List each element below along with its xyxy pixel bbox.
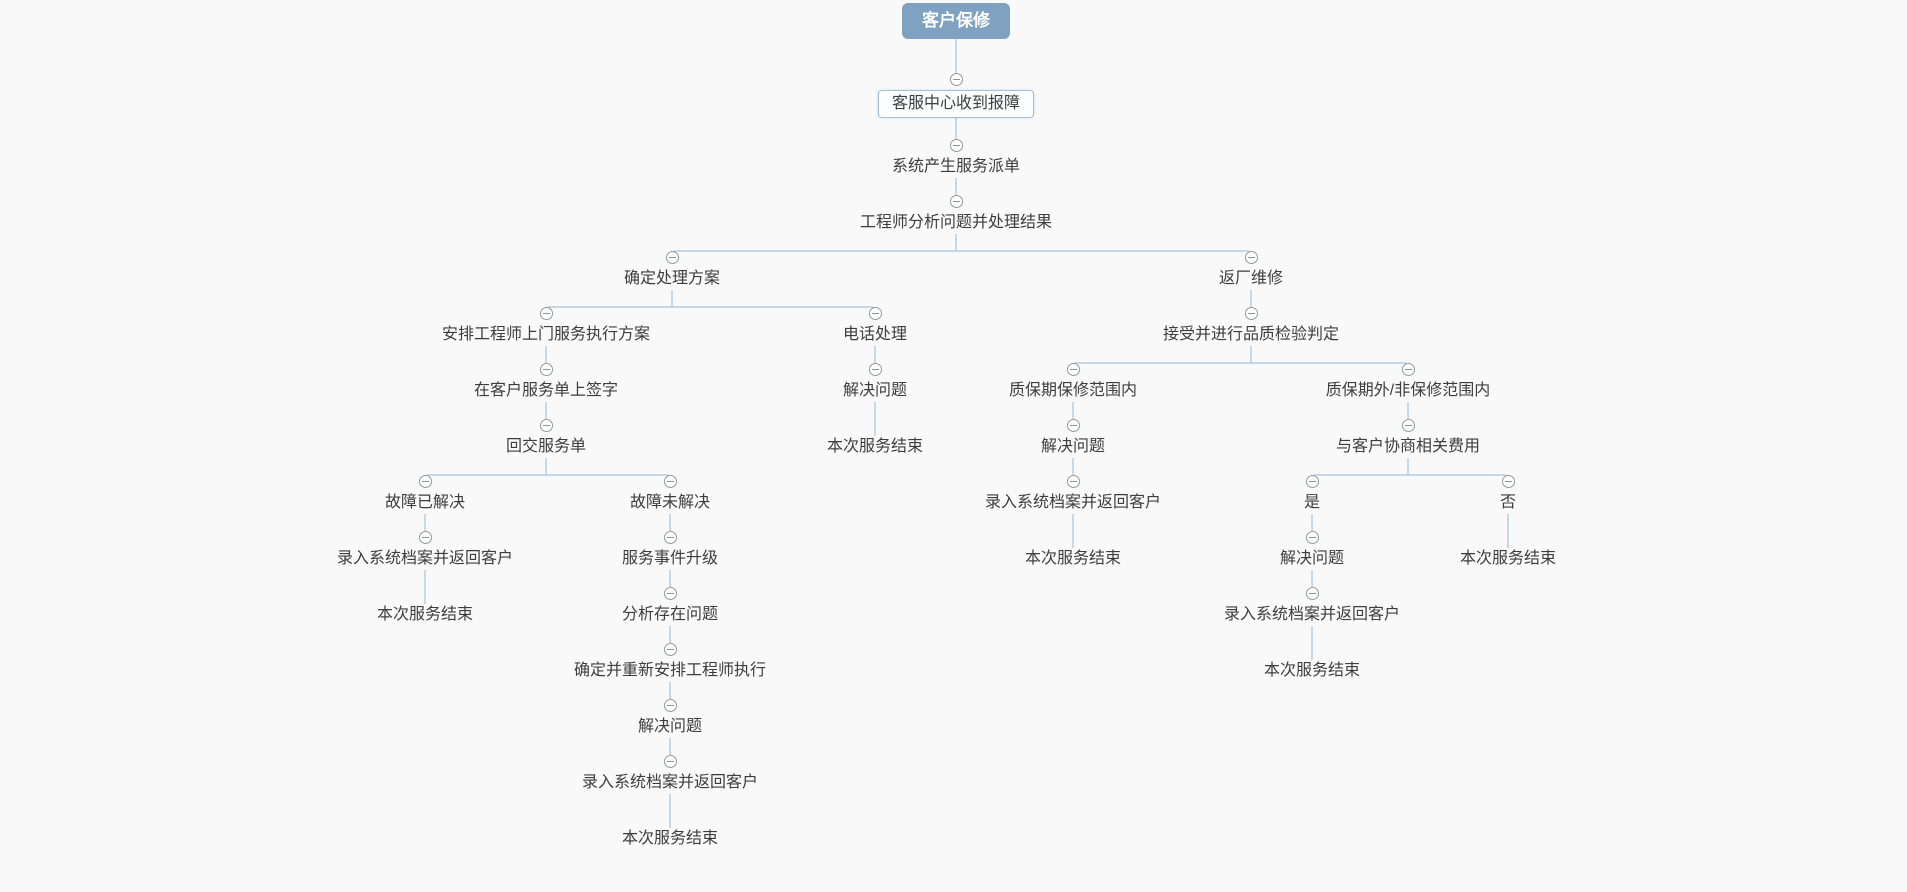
collapse-minus-icon[interactable] (665, 251, 679, 264)
collapse-minus-icon[interactable] (1305, 475, 1319, 488)
tree-node[interactable]: 服务事件升级 (621, 550, 719, 567)
tree-node[interactable]: 系统产生服务派单 (891, 158, 1021, 175)
collapse-minus-icon[interactable] (868, 307, 882, 320)
collapse-minus-icon[interactable] (663, 643, 677, 656)
collapse-minus-icon[interactable] (949, 139, 963, 152)
minus-glyph (542, 369, 550, 370)
minus-glyph (1069, 425, 1077, 426)
collapse-minus-icon[interactable] (1305, 587, 1319, 600)
tree-node[interactable]: 否 (1499, 494, 1517, 511)
minus-glyph (666, 481, 674, 482)
minus-glyph (1247, 257, 1255, 258)
minus-glyph (666, 649, 674, 650)
tree-node[interactable]: 本次服务结束 (621, 830, 719, 847)
minus-glyph (1504, 481, 1512, 482)
tree-node[interactable]: 本次服务结束 (1459, 550, 1557, 567)
collapse-minus-icon[interactable] (1244, 251, 1258, 264)
minus-glyph (668, 257, 676, 258)
tree-node[interactable]: 解决问题 (1279, 550, 1345, 567)
collapse-minus-icon[interactable] (418, 531, 432, 544)
tree-node[interactable]: 电话处理 (842, 326, 908, 343)
minus-glyph (952, 201, 960, 202)
collapse-minus-icon[interactable] (1066, 419, 1080, 432)
minus-glyph (952, 145, 960, 146)
selected-node[interactable]: 客服中心收到报障 (877, 90, 1035, 118)
root-node[interactable]: 客户保修 (902, 3, 1010, 39)
minus-glyph (421, 481, 429, 482)
tree-node[interactable]: 录入系统档案并返回客户 (581, 774, 759, 791)
collapse-minus-icon[interactable] (1501, 475, 1515, 488)
collapse-minus-icon[interactable] (663, 531, 677, 544)
tree-node[interactable]: 录入系统档案并返回客户 (984, 494, 1162, 511)
tree-node[interactable]: 解决问题 (1040, 438, 1106, 455)
tree-node[interactable]: 解决问题 (637, 718, 703, 735)
collapse-minus-icon[interactable] (949, 73, 963, 86)
collapse-minus-icon[interactable] (1066, 363, 1080, 376)
minus-glyph (421, 537, 429, 538)
minus-glyph (666, 705, 674, 706)
collapse-minus-icon[interactable] (539, 307, 553, 320)
tree-node[interactable]: 分析存在问题 (621, 606, 719, 623)
tree-node[interactable]: 故障已解决 (384, 494, 466, 511)
collapse-minus-icon[interactable] (1066, 475, 1080, 488)
tree-node[interactable]: 本次服务结束 (1263, 662, 1361, 679)
collapse-minus-icon[interactable] (1401, 363, 1415, 376)
tree-node[interactable]: 接受并进行品质检验判定 (1162, 326, 1340, 343)
tree-node[interactable]: 确定并重新安排工程师执行 (573, 662, 767, 679)
tree-node[interactable]: 本次服务结束 (376, 606, 474, 623)
collapse-minus-icon[interactable] (868, 363, 882, 376)
tree-node[interactable]: 录入系统档案并返回客户 (336, 550, 514, 567)
tree-node[interactable]: 故障未解决 (629, 494, 711, 511)
collapse-minus-icon[interactable] (539, 363, 553, 376)
tree-node[interactable]: 确定处理方案 (623, 270, 721, 287)
tree-node[interactable]: 与客户协商相关费用 (1335, 438, 1481, 455)
minus-glyph (1308, 593, 1316, 594)
tree-node[interactable]: 质保期保修范围内 (1008, 382, 1138, 399)
minus-glyph (666, 537, 674, 538)
tree-node[interactable]: 返厂维修 (1218, 270, 1284, 287)
collapse-minus-icon[interactable] (1305, 531, 1319, 544)
minus-glyph (871, 313, 879, 314)
minus-glyph (1247, 313, 1255, 314)
collapse-minus-icon[interactable] (418, 475, 432, 488)
collapse-minus-icon[interactable] (663, 475, 677, 488)
minus-glyph (542, 313, 550, 314)
tree-node[interactable]: 解决问题 (842, 382, 908, 399)
tree-node[interactable]: 在客户服务单上签字 (473, 382, 619, 399)
tree-node[interactable]: 本次服务结束 (1024, 550, 1122, 567)
minus-glyph (1069, 481, 1077, 482)
collapse-minus-icon[interactable] (663, 587, 677, 600)
tree-node[interactable]: 安排工程师上门服务执行方案 (441, 326, 651, 343)
collapse-minus-icon[interactable] (663, 755, 677, 768)
collapse-minus-icon[interactable] (1401, 419, 1415, 432)
tree-node[interactable]: 回交服务单 (505, 438, 587, 455)
collapse-minus-icon[interactable] (949, 195, 963, 208)
minus-glyph (1404, 369, 1412, 370)
minus-glyph (666, 593, 674, 594)
minus-glyph (871, 369, 879, 370)
collapse-minus-icon[interactable] (539, 419, 553, 432)
minus-glyph (542, 425, 550, 426)
collapse-minus-icon[interactable] (663, 699, 677, 712)
minus-glyph (1404, 425, 1412, 426)
minus-glyph (666, 761, 674, 762)
minus-glyph (1069, 369, 1077, 370)
minus-glyph (952, 79, 960, 80)
minus-glyph (1308, 537, 1316, 538)
collapse-minus-icon[interactable] (1244, 307, 1258, 320)
minus-glyph (1308, 481, 1316, 482)
tree-node[interactable]: 质保期外/非保修范围内 (1325, 382, 1491, 399)
tree-node[interactable]: 工程师分析问题并处理结果 (859, 214, 1053, 231)
tree-node[interactable]: 本次服务结束 (826, 438, 924, 455)
tree-node[interactable]: 是 (1303, 494, 1321, 511)
tree-node[interactable]: 录入系统档案并返回客户 (1223, 606, 1401, 623)
